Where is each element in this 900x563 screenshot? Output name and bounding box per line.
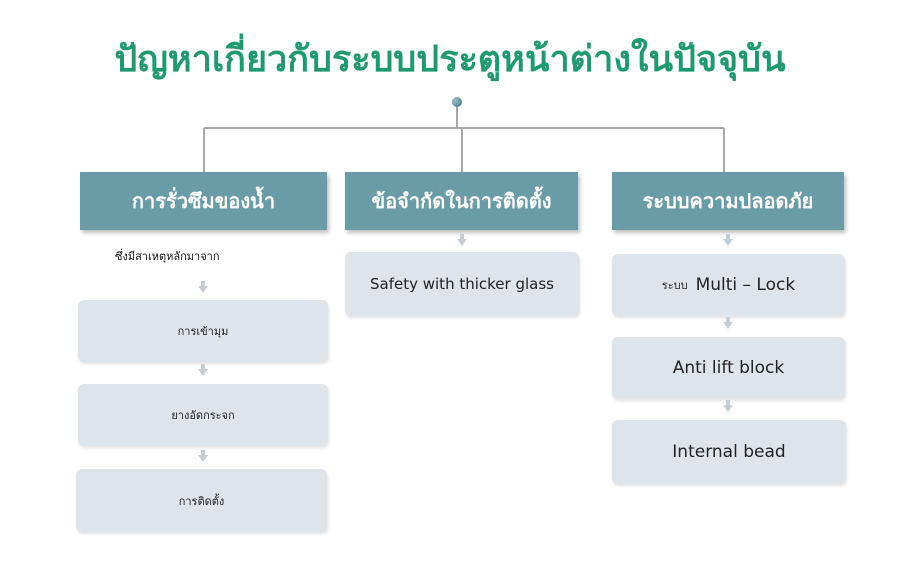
item-internal-bead: Internal bead (612, 420, 846, 484)
item-corner-joint: การเข้ามุม (78, 300, 328, 362)
arrow-down-icon (723, 234, 733, 246)
header-security-system: ระบบความปลอดภัย (612, 172, 844, 230)
header-install-limits: ข้อจำกัดในการติดตั้ง (345, 172, 578, 230)
root-node-icon (452, 97, 462, 107)
item-installation: การติดตั้ง (76, 469, 327, 532)
arrow-down-icon (457, 234, 467, 246)
page-title: ปัญหาเกี่ยวกับระบบประตูหน้าต่างในปัจจุบั… (114, 39, 786, 80)
item-glazing-gasket: ยางอัดกระจก (78, 384, 328, 446)
arrow-down-icon (723, 317, 733, 329)
arrow-down-icon (198, 281, 208, 293)
item-multi-lock: ระบบ Multi – Lock (612, 254, 845, 316)
item-anti-lift-block: Anti lift block (612, 337, 845, 399)
header-water-leak: การรั่วซึมของน้ำ (80, 172, 327, 230)
arrow-down-icon (723, 400, 733, 412)
arrow-down-icon (198, 364, 208, 376)
arrow-down-icon (198, 450, 208, 462)
item-safety-thicker-glass: Safety with thicker glass (345, 252, 579, 316)
multi-lock-prefix: ระบบ (661, 279, 688, 292)
leak-cause-note: ซึ่งมีสาเหตุหลักมาจาก (115, 250, 220, 263)
multi-lock-label: Multi – Lock (695, 275, 796, 295)
